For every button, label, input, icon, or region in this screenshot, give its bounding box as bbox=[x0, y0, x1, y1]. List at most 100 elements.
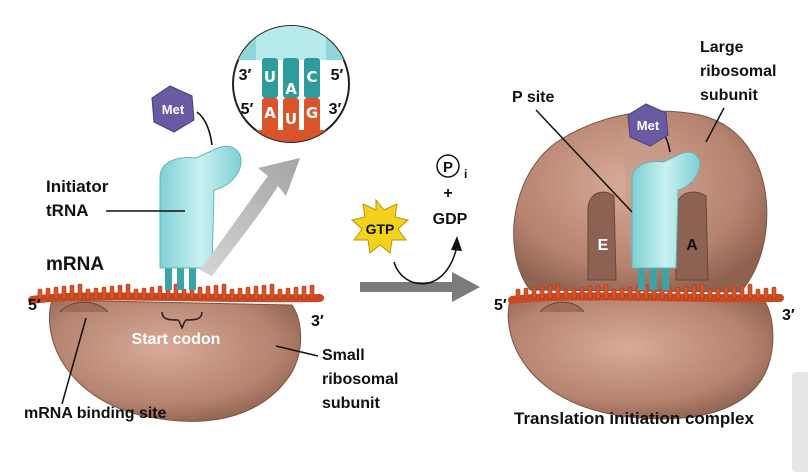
zoom-arrow bbox=[200, 158, 300, 276]
inset-codon-3prime: 3′ bbox=[329, 101, 342, 118]
mrna-5prime-right: 5′ bbox=[494, 297, 507, 314]
small-subunit-pointer bbox=[275, 345, 319, 357]
mrna-nucleotide bbox=[293, 286, 299, 300]
mrna-nucleotide bbox=[109, 285, 115, 300]
mrna-nucleotide bbox=[531, 286, 537, 300]
mrna-nucleotide bbox=[261, 284, 267, 300]
gtp-burst: GTP bbox=[350, 198, 410, 254]
large-subunit-pointer bbox=[705, 107, 725, 143]
mrna-nucleotide bbox=[37, 288, 43, 300]
mrna-nucleotide bbox=[731, 285, 737, 300]
mrna-nucleotide bbox=[157, 285, 163, 300]
e-site-label: E bbox=[598, 237, 609, 254]
mrna-nucleotide bbox=[285, 287, 291, 300]
inset-codon-5prime: 5′ bbox=[241, 101, 254, 118]
mrna-nucleotide bbox=[309, 284, 315, 300]
anticodon-base-1: U bbox=[264, 68, 276, 86]
mrna-nucleotide bbox=[555, 283, 561, 300]
p-site-pointer bbox=[535, 109, 633, 213]
mrna-5prime-left: 5′ bbox=[28, 297, 41, 314]
codon-anticodon-inset: U A C A U G 3′ 5′ 5′ 3′ bbox=[232, 25, 350, 143]
met-label-right: Met bbox=[637, 118, 660, 133]
mrna-nucleotide bbox=[149, 286, 155, 300]
mrna-nucleotide bbox=[579, 286, 585, 300]
mrna-binding-site-groove bbox=[59, 301, 109, 313]
mrna-nucleotide bbox=[301, 285, 307, 300]
mrna-nucleotide bbox=[45, 287, 51, 300]
mrna-nucleotide bbox=[101, 286, 107, 300]
codon-base-2: U bbox=[285, 110, 297, 128]
mrna-3prime-right: 3′ bbox=[782, 307, 795, 324]
plus-label: + bbox=[443, 185, 452, 202]
start-codon-brace bbox=[161, 311, 203, 330]
mrna-nucleotide bbox=[117, 284, 123, 300]
mrna-strand-right bbox=[508, 283, 784, 304]
e-site-pocket bbox=[587, 191, 617, 281]
mrna-nucleotide bbox=[213, 284, 219, 300]
mrna-nucleotide bbox=[707, 288, 713, 300]
mrna-nucleotide bbox=[205, 285, 211, 300]
small-ribosomal-subunit-right bbox=[507, 299, 774, 420]
anticodon-base-2: A bbox=[285, 80, 297, 98]
a-site-label: A bbox=[686, 237, 698, 254]
met-label-left: Met bbox=[162, 102, 185, 117]
mrna-nucleotide bbox=[747, 283, 753, 300]
initiator-trna-label-line1: Initiator bbox=[46, 177, 109, 196]
scrollbar-thumb[interactable] bbox=[792, 372, 808, 472]
mrna-nucleotide bbox=[563, 288, 569, 300]
mrna-nucleotide bbox=[245, 286, 251, 300]
mrna-binding-site-label: mRNA binding site bbox=[24, 405, 167, 422]
mrna-nucleotide bbox=[667, 287, 673, 300]
mrna-nucleotide bbox=[587, 285, 593, 300]
mrna-nucleotide bbox=[133, 288, 139, 300]
mrna-nucleotide bbox=[125, 283, 131, 300]
mrna-nucleotide bbox=[197, 286, 203, 300]
mrna-nucleotide bbox=[61, 285, 67, 300]
mrna-nucleotide bbox=[715, 287, 721, 300]
gtp-label: GTP bbox=[366, 221, 395, 237]
p-site-label: P site bbox=[512, 89, 555, 106]
mrna-nucleotide bbox=[771, 286, 777, 300]
mrna-nucleotide bbox=[181, 288, 187, 300]
mrna-nucleotide bbox=[229, 288, 235, 300]
mrna-3prime-left: 3′ bbox=[311, 313, 324, 330]
mrna-nucleotide bbox=[269, 283, 275, 300]
mrna-nucleotide bbox=[539, 285, 545, 300]
mrna-strand-left bbox=[28, 283, 324, 304]
phosphate-subscript: i bbox=[464, 167, 467, 181]
mrna-label: mRNA bbox=[46, 254, 104, 275]
mrna-nucleotide bbox=[611, 288, 617, 300]
mrna-binding-site-pointer bbox=[61, 317, 87, 405]
mrna-nucleotide bbox=[253, 285, 259, 300]
initiator-trna-label-line2: tRNA bbox=[46, 201, 89, 220]
gtp-hydrolysis-curve bbox=[393, 249, 457, 285]
met-amino-acid-left: Met bbox=[151, 85, 195, 133]
mrna-nucleotide bbox=[53, 286, 59, 300]
mrna-nucleotide bbox=[659, 288, 665, 300]
mrna-nucleotide bbox=[571, 287, 577, 300]
phosphate-circle bbox=[436, 154, 460, 178]
mrna-nucleotide bbox=[675, 286, 681, 300]
mrna-nucleotide bbox=[93, 287, 99, 300]
mrna-nucleotide bbox=[237, 287, 243, 300]
mrna-nucleotide bbox=[515, 288, 521, 300]
mrna-nucleotide bbox=[627, 286, 633, 300]
mrna-nucleotide bbox=[683, 285, 689, 300]
start-codon-label: Start codon bbox=[132, 331, 221, 348]
mrna-nucleotide bbox=[595, 284, 601, 300]
mrna-nucleotide bbox=[141, 287, 147, 300]
inset-anticodon-5prime: 5′ bbox=[331, 67, 344, 84]
mrna-nucleotide bbox=[699, 283, 705, 300]
complex-caption: Translation initiation complex bbox=[514, 409, 754, 428]
gdp-label: GDP bbox=[433, 211, 468, 228]
mrna-nucleotide bbox=[523, 287, 529, 300]
mrna-nucleotide bbox=[723, 286, 729, 300]
large-subunit-label-line1: Large bbox=[700, 39, 744, 56]
small-subunit-label-line2: ribosomal bbox=[322, 371, 398, 388]
mrna-nucleotide bbox=[755, 288, 761, 300]
inset-anticodon-3prime: 3′ bbox=[239, 67, 252, 84]
small-subunit-label-line1: Small bbox=[322, 347, 365, 364]
mrna-nucleotide bbox=[603, 283, 609, 300]
mrna-nucleotide bbox=[221, 283, 227, 300]
